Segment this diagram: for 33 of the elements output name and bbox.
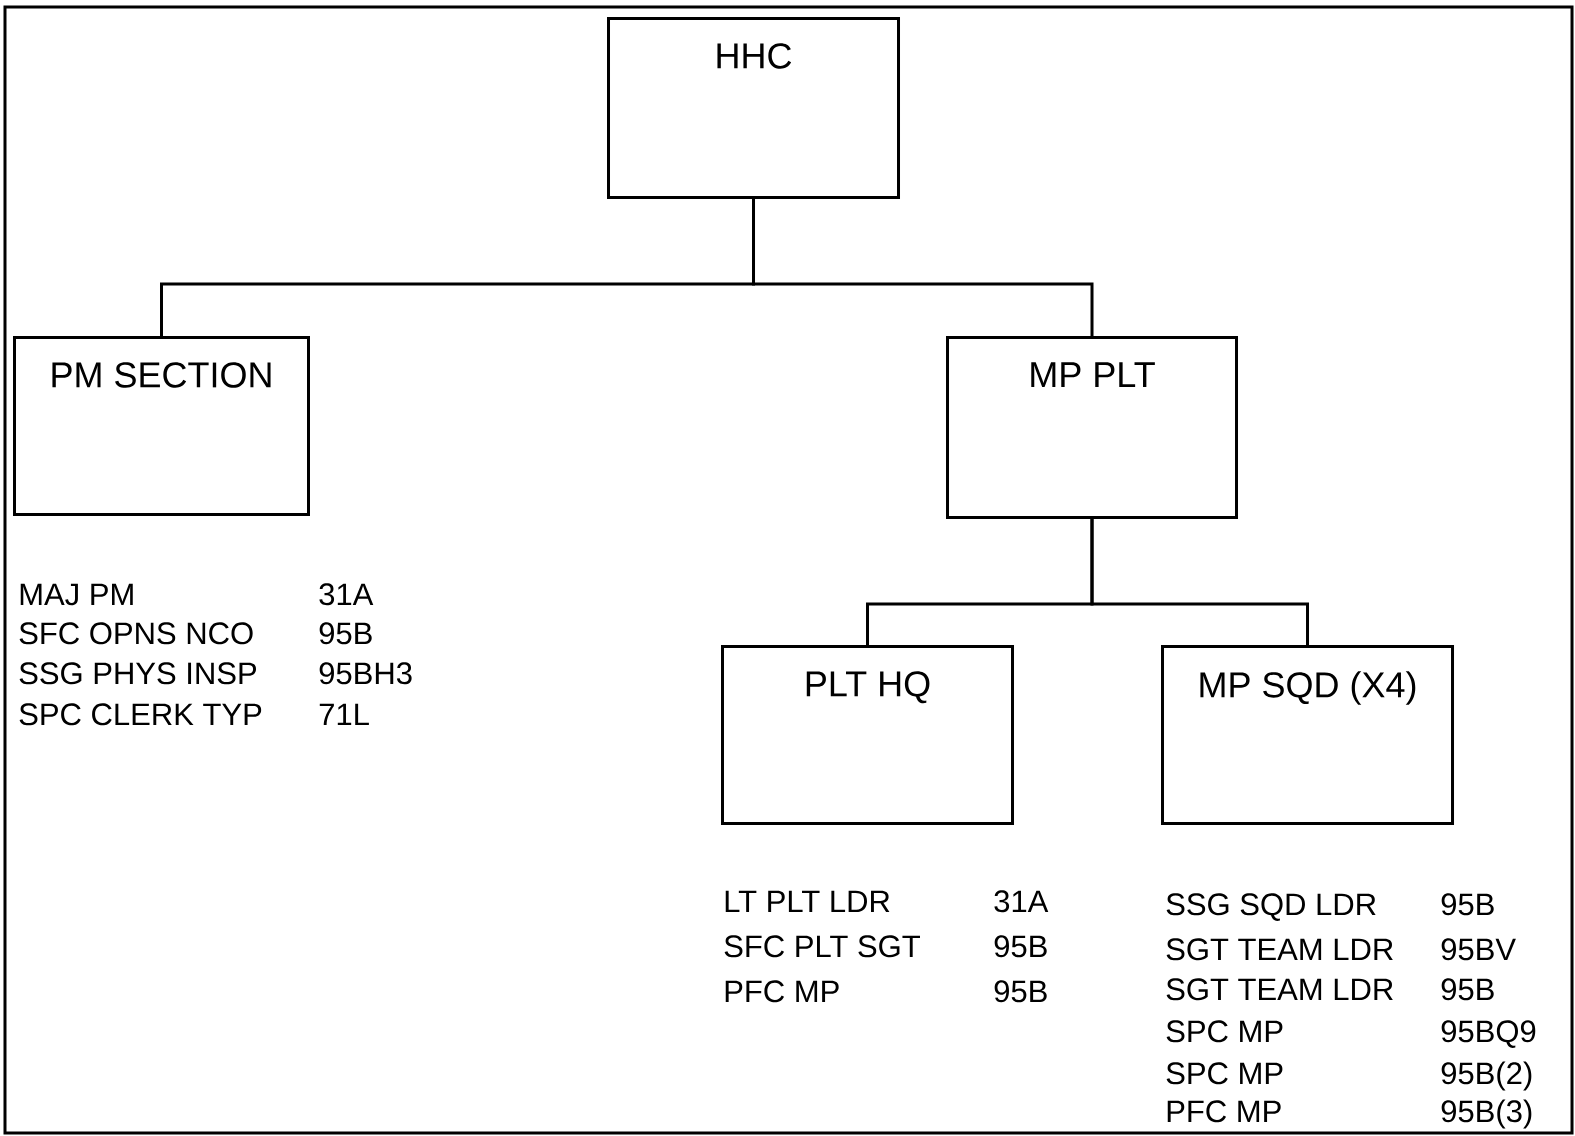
- position-name: SGT TEAM LDR: [1166, 978, 1393, 1001]
- mos-code: 31A: [319, 583, 374, 606]
- position-name: SGT TEAM LDR: [1166, 938, 1393, 961]
- mos-code: 95B(2): [1441, 1061, 1532, 1091]
- position-name: SPC MP: [1166, 1062, 1283, 1085]
- position-name: SSG SQD LDR: [1166, 893, 1376, 921]
- position-name: SPC MP: [1166, 1020, 1283, 1043]
- mos-code: 95BV: [1441, 938, 1516, 961]
- mos-code: 95B: [1441, 978, 1494, 1001]
- mos-code: 95B: [994, 980, 1047, 1003]
- connector-line: [752, 199, 1094, 336]
- unit-box: PLT HQ: [721, 645, 1014, 825]
- mos-code: 71L: [319, 703, 369, 725]
- mos-code: 31A: [994, 890, 1049, 913]
- position-name: SSG PHYS INSP: [19, 662, 256, 685]
- mos-code: 95B(3): [1441, 1099, 1532, 1129]
- unit-box: MP SQD (X4): [1161, 645, 1454, 825]
- mos-code: 95B: [994, 935, 1047, 958]
- mos-code: 95BH3: [319, 662, 412, 685]
- mos-code: 95B: [319, 622, 372, 645]
- position-name: SFC PLT SGT: [724, 935, 920, 958]
- position-name: PFC MP: [725, 980, 839, 1003]
- unit-box: HHC: [607, 17, 900, 199]
- position-name: LT PLT LDR: [725, 890, 890, 912]
- mos-code: 95BQ9: [1441, 1020, 1536, 1048]
- position-name: MAJ PM: [20, 583, 133, 606]
- unit-box: MP PLT: [946, 336, 1238, 519]
- unit-box: PM SECTION: [13, 336, 310, 516]
- position-name: SPC CLERK TYP: [19, 703, 262, 726]
- mos-code: 95B: [1441, 893, 1494, 916]
- position-name: PFC MP: [1167, 1100, 1281, 1123]
- connector-line: [1090, 519, 1309, 645]
- position-name: SFC OPNS NCO: [19, 622, 253, 645]
